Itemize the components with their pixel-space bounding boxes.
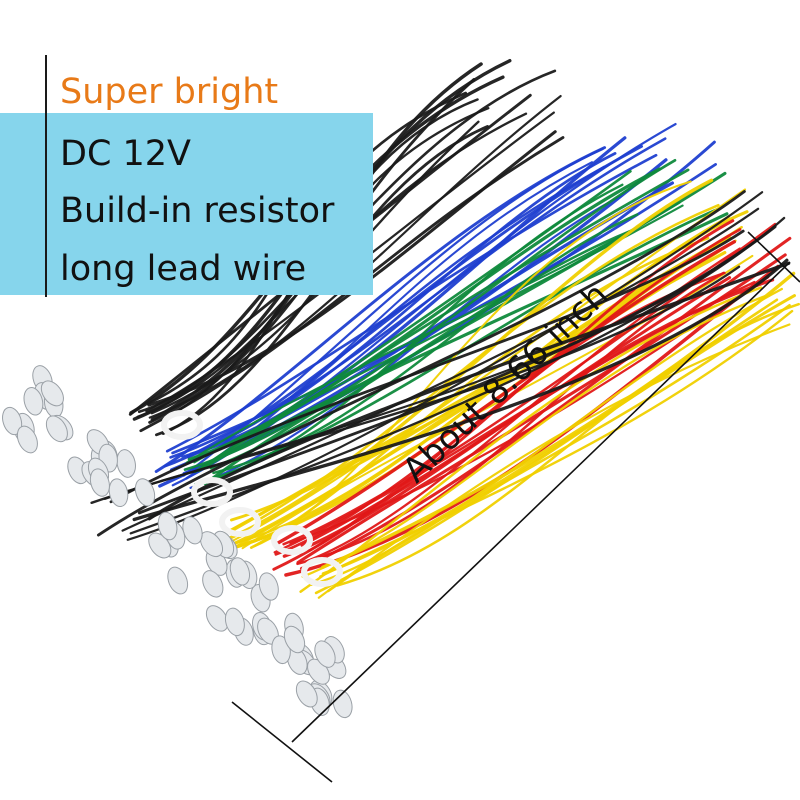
wire [109,229,745,504]
resistor-text: Build-in resistor [60,191,335,231]
wire [314,298,779,595]
led-bulb [16,425,38,454]
wire [96,190,746,537]
led-bulb [167,566,189,595]
wire [301,295,766,578]
wire [310,287,783,586]
led-bulb [229,557,251,586]
wire [187,167,662,462]
led-bulb [2,406,23,436]
wire [299,286,763,593]
led-bulb [23,387,44,416]
led-bulb [40,380,64,407]
led-bulb [258,572,279,601]
wire [321,271,796,569]
wire [299,236,792,571]
wire [132,258,789,522]
wire-ties [161,410,343,587]
wire [185,201,681,464]
feature-banner [0,113,373,295]
led-bulbs [2,365,353,719]
wire [121,207,760,532]
led-bulb [205,605,229,632]
divider-line [45,55,47,297]
wire [225,242,719,549]
wire [256,203,720,522]
wire [212,213,639,475]
wire [126,191,764,541]
led-bulb [314,640,336,668]
headline-text: Super bright [60,72,279,112]
voltage-text: DC 12V [60,134,191,174]
wire [137,225,777,515]
twist-tie [161,410,203,440]
wire [154,146,607,473]
wire [163,144,644,468]
wire [321,294,796,576]
wire [197,212,729,473]
twist-tie [219,507,261,537]
twist-tie [271,525,313,555]
twist-tie [301,557,343,587]
led-bulb [295,680,318,708]
measurement-line [231,231,800,783]
led-bulb [108,478,129,508]
led-bulb [202,570,224,598]
wire [273,240,737,547]
led-bulb [134,478,156,507]
wire [282,278,775,558]
led-bulb [283,625,306,654]
led-bulb [224,607,245,637]
led-bulb [157,511,178,541]
wire [253,180,692,548]
led-bulb [116,449,136,478]
led-bulb [45,415,68,443]
wire [147,130,557,407]
led-bulb [199,531,224,558]
lead-wire-text: long lead wire [60,249,307,289]
twist-tie [191,477,233,507]
led-bulb [89,468,110,497]
wire [221,178,714,543]
